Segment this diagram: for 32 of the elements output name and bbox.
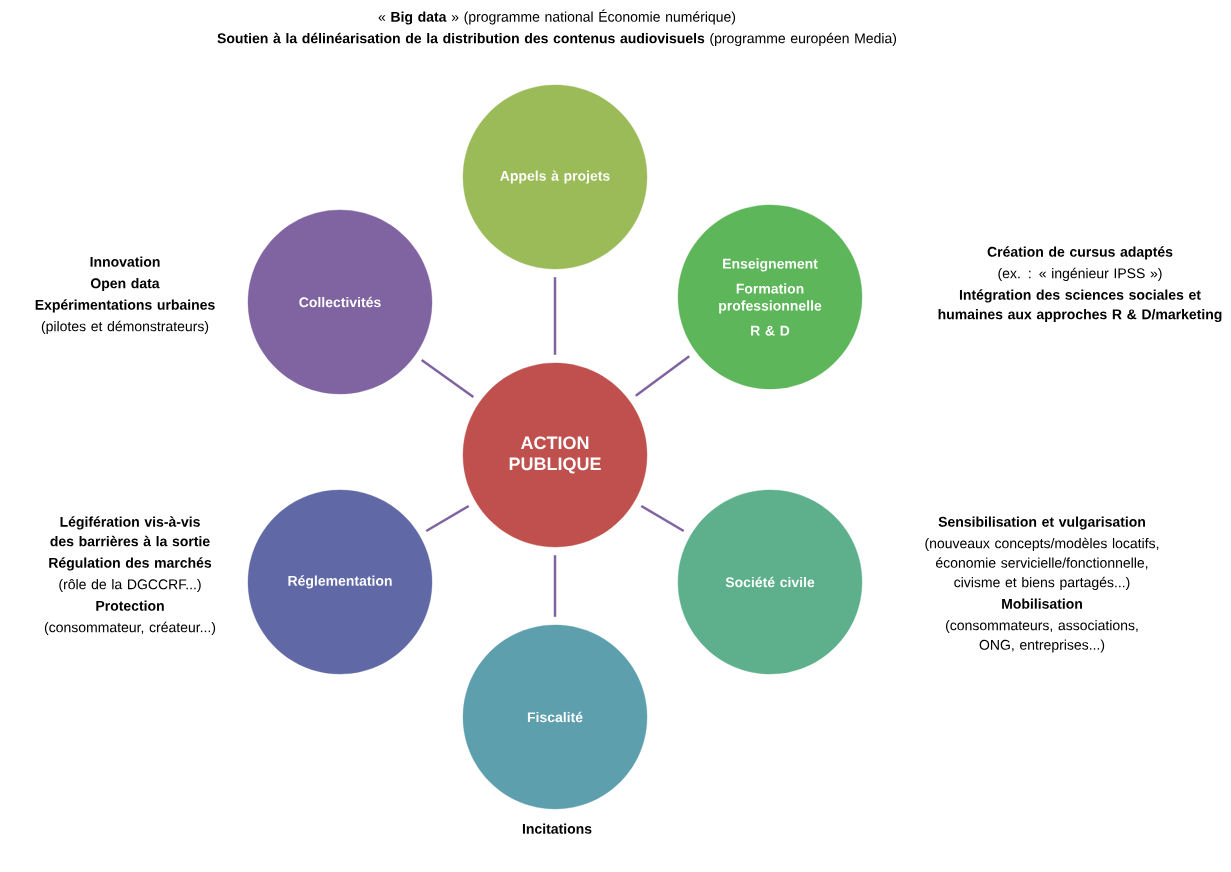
circle-node: Enseignement Formation professionnelle R & D [677, 204, 863, 390]
connector-line [553, 277, 557, 355]
annotation-text: Protection [96, 600, 164, 611]
connector-line [640, 504, 685, 533]
annotation-text: (ex. : « ingénieur IPSS ») [998, 267, 1162, 282]
annotation-text: Open data [90, 278, 160, 292]
circle-node: Société civile [677, 489, 863, 675]
annotation-text: Expérimentations urbaines [35, 299, 215, 313]
annotation-text: Sensibilisation et vulgarisation [938, 516, 1145, 530]
annotation-text: Mobilisation [1002, 598, 1082, 609]
connector-line [425, 504, 470, 533]
circle-node: Fiscalité [462, 624, 648, 810]
circle-node: ACTION PUBLIQUE [462, 362, 648, 548]
circle-node: Réglementation [247, 489, 433, 675]
annotation-text: (rôle de la DGCCRF...) [59, 578, 201, 593]
annotation-text: Soutien à la délinéarisation de la distribution des contenus audiovisuels (programme européen Media) [217, 32, 897, 47]
connector-line [420, 359, 475, 398]
connector-line [553, 555, 557, 617]
annotation-text: Régulation des marchés [49, 557, 212, 571]
annotation-text: (pilotes et démonstrateurs) [41, 320, 209, 335]
annotation-text: Création de cursus adaptés [987, 246, 1173, 260]
circle-node: Collectivités [247, 209, 433, 395]
annotation-text: Incitations [522, 823, 592, 834]
annotation-text: Innovation [90, 256, 160, 267]
connector-line [635, 355, 690, 397]
annotation-text: (nouveaux concepts/modèles locatifs, économie servicielle/fonctionnelle, civisme et biens partagés...) [925, 537, 1159, 591]
annotation-text: Intégration des sciences sociales et humaines aux approches R & D/marketing [938, 289, 1222, 323]
annotation-text: (consommateur, créateur...) [44, 621, 216, 636]
circle-node: Appels à projets [462, 84, 648, 270]
annotation-text: « Big data » (programme national Économie numérique) [378, 9, 736, 25]
annotation-text: (consommateurs, associations, ONG, entreprises...) [946, 620, 1138, 653]
annotation-text: Légifération vis-à-vis des barrières à la sortie [50, 516, 210, 547]
